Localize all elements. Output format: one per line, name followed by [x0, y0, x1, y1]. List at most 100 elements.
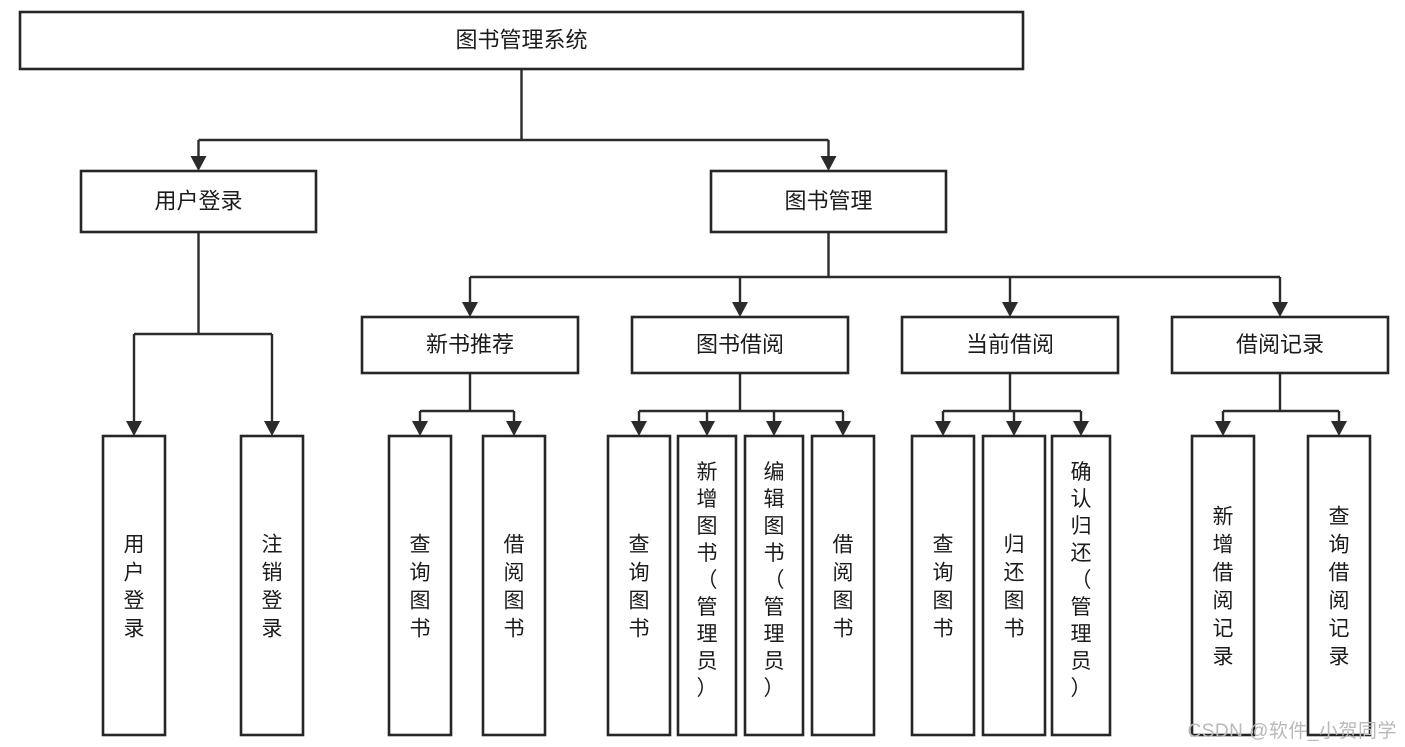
node-label-char: 图 [933, 589, 954, 612]
node-box [709, 169, 948, 234]
node-label-char: 询 [933, 561, 954, 584]
node-label-char: 管 [697, 596, 718, 619]
arrow-head-icon [1272, 302, 1288, 317]
node-label-char: 增 [697, 488, 718, 511]
node-label-char: 录 [1329, 645, 1350, 668]
node-label-char: 还 [1004, 561, 1025, 584]
leaf-node-1-node-用户登录[interactable]: 用户登录 [101, 434, 167, 737]
node-box [910, 434, 976, 737]
node-label-char: 询 [629, 561, 650, 584]
node-box [481, 434, 547, 737]
node-label-char: 确 [1071, 461, 1092, 484]
node-label-char: 辑 [764, 488, 785, 511]
node-box [1190, 434, 1256, 737]
node-label-char: 管 [1071, 596, 1092, 619]
node-label: 图书借阅 [696, 332, 784, 357]
node-label-char: 图 [833, 589, 854, 612]
level3-node-4-node-借阅记录[interactable]: 借阅记录 [1170, 315, 1390, 375]
node-label-char: 登 [124, 589, 145, 612]
node-label-char: 注 [262, 533, 283, 556]
node-box [239, 434, 305, 737]
arrow-head-icon [732, 302, 748, 317]
level2-node-2-node-图书管理[interactable]: 图书管理 [709, 169, 948, 234]
node-box [360, 315, 580, 375]
node-label-char: 书 [504, 617, 525, 640]
node-label: 用户登录 [154, 188, 242, 213]
node-label-char: 图 [1004, 589, 1025, 612]
node-label-char: 用 [124, 533, 145, 556]
node-label-char: 新 [697, 461, 718, 484]
node-box [18, 10, 1025, 71]
arrow-head-icon [1006, 421, 1022, 436]
node-label: 当前借阅 [966, 332, 1054, 357]
node-label-char: 阅 [504, 561, 525, 584]
node-label-char: 员 [1071, 650, 1092, 673]
node-box [810, 434, 876, 737]
node-label-char: 查 [410, 533, 431, 556]
arrow-head-icon [1331, 421, 1347, 436]
node-label-char: 询 [1329, 533, 1350, 556]
node-label-char: 录 [262, 617, 283, 640]
arrow-head-icon [264, 421, 280, 436]
arrow-head-icon [820, 156, 837, 171]
root-node-1-node-图书管理系统[interactable]: 图书管理系统 [18, 10, 1025, 71]
node-label-char: 书 [1004, 617, 1025, 640]
node-label-char: 销 [262, 561, 283, 584]
node-label-char: ） [1071, 677, 1092, 700]
level3-node-1-node-新书推荐[interactable]: 新书推荐 [360, 315, 580, 375]
node-label-char: 书 [933, 617, 954, 640]
node-label-char: 图 [504, 589, 525, 612]
arrow-head-icon [766, 421, 782, 436]
node-label: 借阅记录 [1236, 332, 1324, 357]
node-label-char: 借 [504, 533, 525, 556]
arrow-head-icon [835, 421, 851, 436]
arrow-head-icon [1073, 421, 1089, 436]
node-label-char: 书 [697, 542, 718, 565]
node-box [743, 434, 805, 737]
node-label-char: 理 [1071, 623, 1092, 646]
node-label-char: 新 [1213, 505, 1234, 528]
node-label-char: 阅 [1329, 589, 1350, 612]
node-label: 新书推荐 [426, 332, 514, 357]
node-label-char: 图 [697, 515, 718, 538]
node-box [900, 315, 1120, 375]
node-label-char: 书 [833, 617, 854, 640]
node-label-char: 户 [124, 561, 145, 584]
node-label-char: 管 [764, 596, 785, 619]
node-label-char: 编 [764, 461, 785, 484]
level3-node-2-node-图书借阅[interactable]: 图书借阅 [630, 315, 850, 375]
node-label-char: 图 [764, 515, 785, 538]
node-label-char: 录 [124, 617, 145, 640]
node-label-char: 还 [1071, 542, 1092, 565]
node-label-char: 图 [410, 589, 431, 612]
node-label-char: 书 [629, 617, 650, 640]
node-label-char: 记 [1213, 617, 1234, 640]
arrow-head-icon [506, 421, 522, 436]
node-label-char: （ [764, 569, 785, 592]
connectors-layer [126, 69, 1347, 436]
node-label-char: 录 [1213, 645, 1234, 668]
level2-node-1-node-用户登录[interactable]: 用户登录 [79, 169, 318, 234]
arrow-head-icon [412, 421, 428, 436]
node-label-char: （ [1071, 569, 1092, 592]
node-box [101, 434, 167, 737]
arrow-head-icon [126, 421, 142, 436]
node-box [387, 434, 453, 737]
level3-node-3-node-当前借阅[interactable]: 当前借阅 [900, 315, 1120, 375]
node-box [981, 434, 1047, 737]
node-box [676, 434, 738, 737]
node-label-char: 查 [933, 533, 954, 556]
